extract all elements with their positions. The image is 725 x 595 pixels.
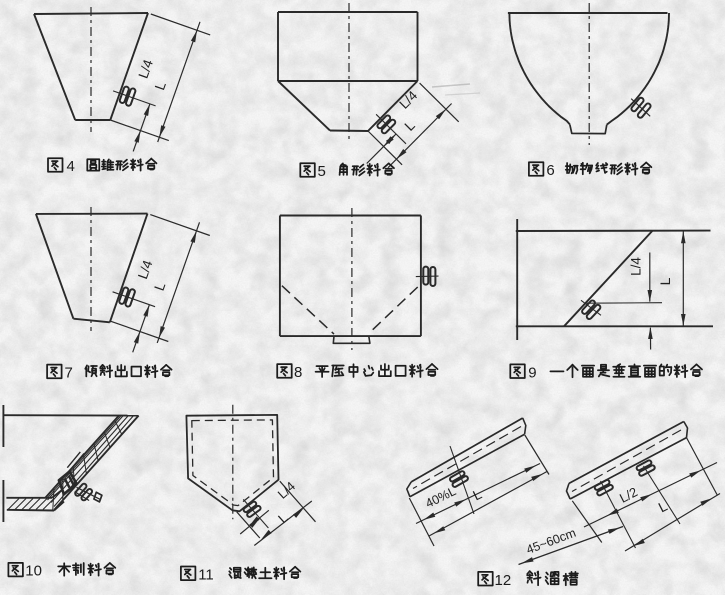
svg-text:L/4: L/4 xyxy=(135,258,156,281)
svg-text:12: 12 xyxy=(495,572,512,589)
svg-text:L/4: L/4 xyxy=(629,257,644,276)
svg-text:6: 6 xyxy=(546,162,554,179)
svg-text:L/2: L/2 xyxy=(617,484,640,506)
svg-text:4: 4 xyxy=(67,158,75,175)
svg-text:7: 7 xyxy=(65,365,73,382)
svg-text:L/4: L/4 xyxy=(136,57,157,80)
svg-text:9: 9 xyxy=(528,364,536,381)
svg-text:10: 10 xyxy=(25,563,42,580)
svg-text:8: 8 xyxy=(294,364,302,381)
svg-text:11: 11 xyxy=(198,566,214,583)
svg-text:L: L xyxy=(657,277,673,285)
svg-text:5: 5 xyxy=(318,163,326,180)
